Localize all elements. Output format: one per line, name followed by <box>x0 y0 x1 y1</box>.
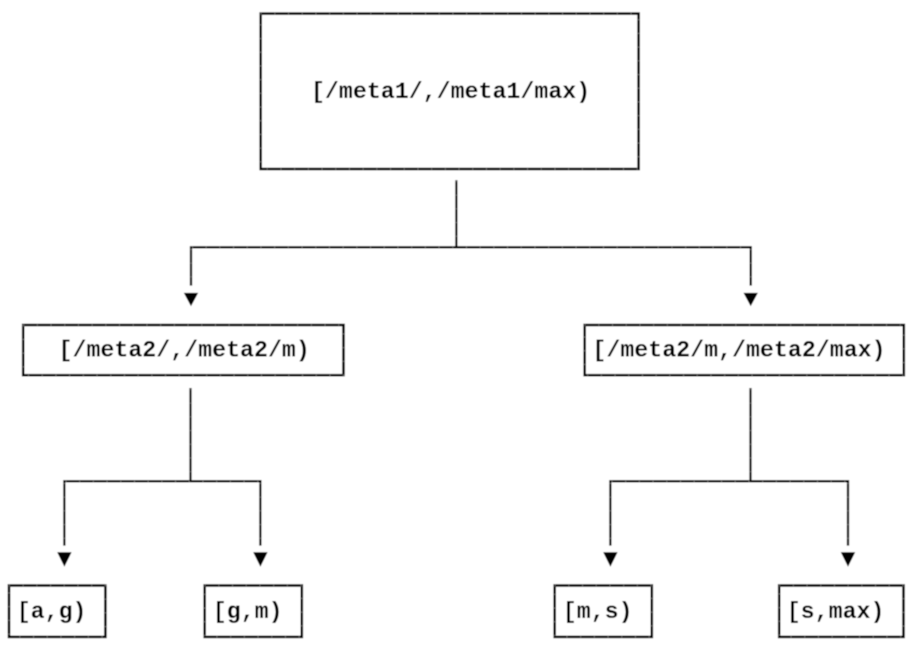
svg-text:[g,m): [g,m) <box>213 599 283 625</box>
svg-text:[m,s): [m,s) <box>563 599 633 625</box>
svg-text:[/meta2/,/meta2/m): [/meta2/,/meta2/m) <box>59 338 310 364</box>
svg-text:[a,g): [a,g) <box>17 599 87 625</box>
svg-text:[s,max): [s,max) <box>787 599 885 625</box>
svg-text:[/meta2/m,/meta2/max): [/meta2/m,/meta2/max) <box>592 338 885 364</box>
svg-text:[/meta1/,/meta1/max): [/meta1/,/meta1/max) <box>311 79 590 105</box>
